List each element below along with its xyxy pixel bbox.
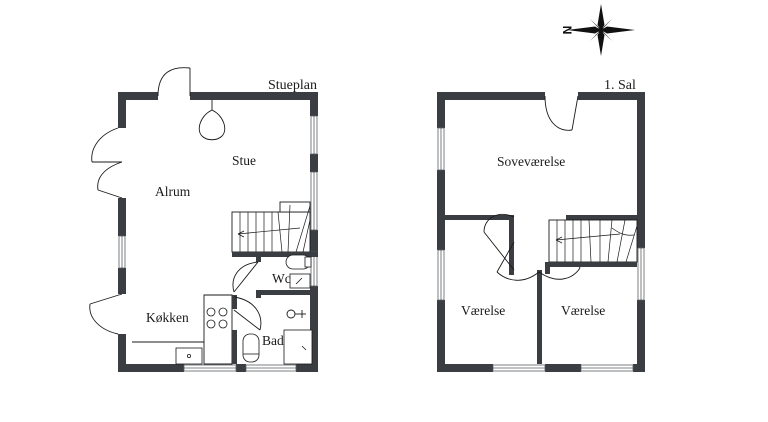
kitchen-sink-icon	[175, 347, 203, 365]
bad-toilet-fixture	[242, 333, 260, 363]
bad-door	[233, 296, 262, 331]
wc-door	[232, 261, 259, 293]
first-entry-door	[544, 95, 579, 131]
room-label-alrum: Alrum	[155, 184, 191, 199]
sovevaerelse-door	[483, 213, 515, 271]
pendant-lamp-icon	[198, 100, 226, 141]
north-letter: N	[560, 25, 575, 35]
left-wall-doors	[89, 127, 123, 335]
bad-radiator-icon	[286, 309, 306, 319]
vaerelse-left-door	[496, 241, 540, 281]
ground-entry-door	[157, 67, 191, 97]
first-floor-plan	[437, 92, 645, 372]
wc-sink-fixture	[289, 273, 311, 289]
first-floor-windows	[437, 127, 645, 372]
bad-walls	[232, 295, 237, 364]
ground-floor-walls	[118, 92, 318, 372]
bad-shower-fixture	[283, 329, 313, 365]
north-arrow-icon	[567, 4, 635, 56]
room-label-kokken: Køkken	[146, 310, 189, 325]
room-label-bad: Bad	[262, 333, 284, 348]
first-floor-interior	[437, 92, 645, 372]
kitchen-stove-icon	[206, 307, 228, 329]
ground-staircase	[231, 201, 318, 257]
ground-floor-windows	[118, 115, 318, 372]
first-floor-interior-walls	[437, 215, 645, 364]
room-label-wc: Wc	[272, 271, 291, 286]
room-label-vaerelse-left: Værelse	[461, 303, 506, 318]
wc-toilet-fixture	[285, 254, 312, 270]
ground-floor-title: Stueplan	[268, 78, 317, 93]
room-label-sovevaerelse: Soveværelse	[497, 154, 566, 169]
room-label-vaerelse-right: Værelse	[561, 303, 606, 318]
first-floor-title: 1. Sal	[604, 78, 636, 93]
wc-walls	[256, 252, 318, 298]
room-label-stue: Stue	[232, 153, 257, 168]
first-staircase	[545, 219, 638, 274]
ground-floor-plan	[89, 67, 318, 372]
first-floor-walls	[437, 92, 645, 372]
ground-floor-interior	[118, 92, 318, 372]
